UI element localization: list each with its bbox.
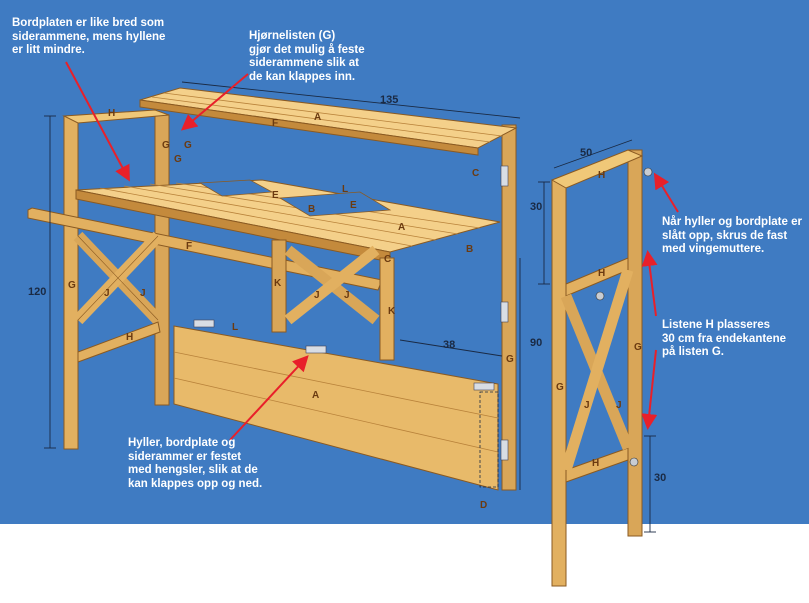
dim-frame-offset-bottom: 30 (654, 472, 666, 484)
part-label-L: L (232, 322, 238, 333)
part-label-J: J (314, 290, 320, 301)
dim-lower-height: 90 (530, 337, 542, 349)
part-label-D: D (480, 500, 487, 511)
wing-nut-icon (595, 291, 605, 301)
hinge (500, 301, 509, 323)
part-label-J: J (104, 288, 110, 299)
part-label-H: H (598, 268, 605, 279)
part-label-B: B (466, 244, 473, 255)
part-label-J: J (140, 288, 146, 299)
dimension-lines (44, 81, 656, 533)
part-label-J: J (344, 290, 350, 301)
hinge (500, 439, 509, 461)
part-label-B: B (308, 204, 315, 215)
part-label-E: E (350, 200, 357, 211)
part-label-G: G (162, 140, 170, 151)
note-wing-nuts: Når hyller og bordplate er slått opp, sk… (662, 216, 802, 255)
part-label-G: G (634, 342, 642, 353)
hinge (500, 165, 509, 187)
part-label-C: C (384, 254, 391, 265)
top-shelf-front (139, 99, 479, 156)
side-frame-rail-bottom (565, 447, 629, 483)
left-side-rail-top (62, 109, 170, 124)
part-label-H: H (108, 108, 115, 119)
part-label-A: A (398, 222, 405, 233)
center-leg-K (271, 239, 287, 333)
part-label-C: C (472, 168, 479, 179)
left-side-rail-bottom (77, 321, 161, 363)
part-label-F: F (186, 241, 192, 252)
part-label-G: G (556, 382, 564, 393)
part-label-A: A (312, 390, 319, 401)
dim-shelf-offset: 30 (530, 201, 542, 213)
part-label-H: H (592, 458, 599, 469)
hinge (193, 319, 215, 328)
wing-nut-icon (643, 167, 653, 177)
part-label-H: H (598, 170, 605, 181)
part-label-E: E (272, 190, 279, 201)
note-rail-placement: Listene H plasseres 30 cm fra endekanten… (662, 319, 787, 358)
part-label-L: L (342, 184, 348, 195)
hinge (473, 382, 495, 391)
part-label-A: A (314, 112, 321, 123)
side-frame-leg-right (627, 149, 643, 537)
part-label-G: G (184, 140, 192, 151)
note-hinges: Hyller, bordplate og siderammer er feste… (128, 437, 263, 490)
dim-width: 135 (380, 94, 398, 106)
part-label-K: K (388, 306, 396, 317)
note-table-width: Bordplaten er like bred som siderammene,… (12, 17, 166, 56)
part-labels: H A F G G G C L E E B A B F C G J J K J … (68, 108, 642, 511)
front-leg-right (379, 257, 395, 361)
hinge (305, 345, 327, 354)
back-leg-left (154, 114, 170, 406)
part-label-G: G (174, 154, 182, 165)
dim-height: 120 (28, 286, 46, 298)
part-label-J: J (616, 400, 622, 411)
dim-shelf-depth: 38 (443, 339, 455, 351)
wing-nut-icon (629, 457, 639, 467)
side-frame-rail-top (550, 149, 644, 189)
part-label-F: F (272, 118, 278, 129)
callout-arrows (65, 61, 679, 441)
part-label-H: H (126, 332, 133, 343)
part-label-K: K (274, 278, 282, 289)
note-corner-strip: Hjørnelisten (G) gjør det mulig å feste … (249, 30, 365, 83)
dim-frame-width: 50 (580, 147, 592, 159)
part-label-J: J (584, 400, 590, 411)
part-label-G: G (506, 354, 514, 365)
part-label-G: G (68, 280, 76, 291)
